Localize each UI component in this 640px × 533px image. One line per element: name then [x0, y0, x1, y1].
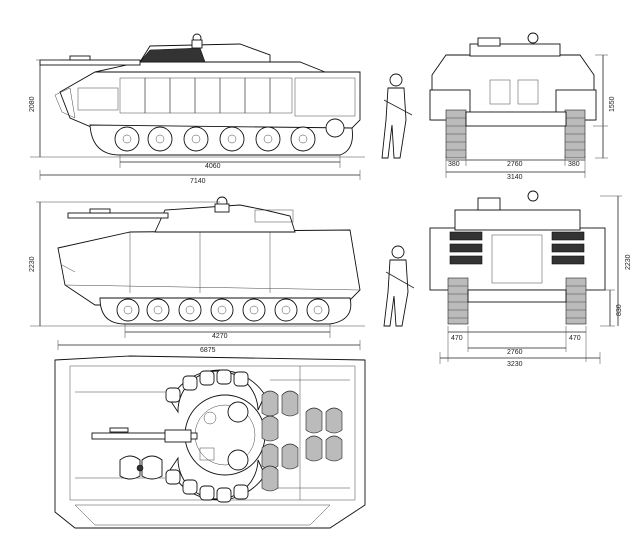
- lower-front-view: 830 2230 470 470 2760 3230: [429, 190, 632, 368]
- upper-front-track-centre-dim: 2760: [507, 161, 523, 168]
- upper-side-height-dim: 2080: [29, 96, 36, 112]
- upper-soldier-figure: [381, 73, 413, 159]
- upper-front-width-dim: 3140: [507, 174, 523, 181]
- top-view: [54, 355, 366, 529]
- upper-front-view: 1550 380 2760 380 3140: [429, 32, 616, 181]
- lower-side-road-wheels: [116, 298, 330, 322]
- lower-front-width-dim: 3230: [507, 361, 523, 368]
- driver-seat: [119, 455, 163, 480]
- upper-side-length-dim: 7140: [190, 178, 206, 185]
- lower-front-grilles: [449, 231, 585, 265]
- upper-front-track-right-dim: 380: [568, 161, 580, 168]
- lower-side-length-dim: 6875: [200, 347, 216, 354]
- turret-crew-ring: [165, 369, 266, 503]
- upper-side-armour-panels: [77, 77, 356, 117]
- lower-side-height-dim: 2230: [29, 256, 36, 272]
- upper-side-track-dim: 4060: [205, 163, 221, 170]
- lower-front-track-centre-dim: 2760: [507, 349, 523, 356]
- lower-front-height-dim: 830: [616, 304, 623, 316]
- upper-side-view: 2080 4060 7140: [29, 33, 365, 185]
- lower-front-track-left-dim: 470: [451, 335, 463, 342]
- upper-front-track-left-dim: 380: [448, 161, 460, 168]
- lower-front-track-right-dim: 470: [569, 335, 581, 342]
- top-view-gun-barrel: [91, 432, 198, 440]
- lower-soldier-figure: [383, 245, 415, 327]
- lower-side-track-dim: 4270: [212, 333, 228, 340]
- upper-side-road-wheels: [114, 118, 345, 152]
- upper-front-height-dim: 1550: [609, 96, 616, 112]
- troop-compartment-seats: [261, 390, 343, 492]
- lower-front-total-height-dim: 2230: [625, 254, 632, 270]
- lower-side-view: 2230 4270 6875: [29, 196, 365, 354]
